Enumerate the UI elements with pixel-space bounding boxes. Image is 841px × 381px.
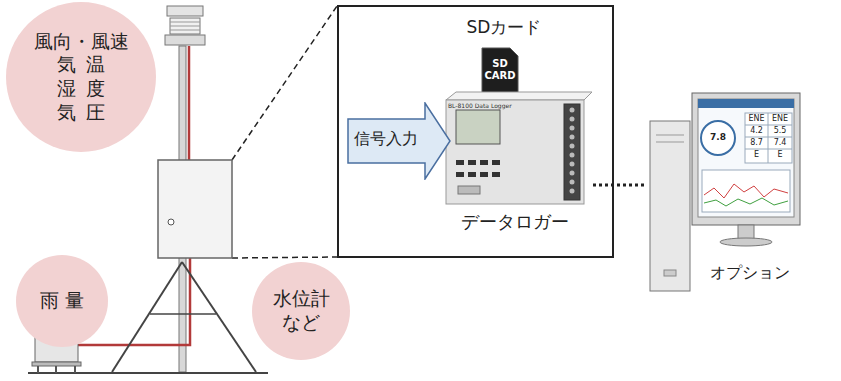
node-text: 雨 量 bbox=[40, 289, 84, 313]
screen-cell: E bbox=[769, 150, 791, 160]
node-text: 風向・風速 気温 湿度 気圧 bbox=[34, 30, 129, 125]
sensor-circle: 水位計 など bbox=[252, 262, 350, 360]
device-label: BL-8100 Data Logger bbox=[448, 102, 558, 109]
signal-arrow: 信号入力 bbox=[347, 102, 451, 180]
tripod-brace bbox=[150, 313, 216, 315]
screen-cell: 4.2 bbox=[746, 126, 767, 136]
screen-cell: 7.4 bbox=[769, 138, 791, 148]
node-text: データロガー bbox=[437, 211, 593, 234]
sensor-circle: 雨 量 bbox=[16, 255, 108, 347]
leader-line bbox=[232, 257, 337, 258]
zoom-panel: SDカード信号入力データロガー bbox=[337, 5, 614, 258]
sd-card bbox=[482, 48, 518, 98]
node-text: 信号入力 bbox=[347, 129, 425, 149]
data-logger: データロガー bbox=[437, 87, 593, 239]
screen-cell: ENE bbox=[769, 114, 791, 124]
signal-wire bbox=[188, 46, 191, 160]
tripod-leg bbox=[112, 262, 182, 372]
screen-cell: ENE bbox=[746, 114, 767, 124]
enclosure-latch bbox=[168, 219, 174, 225]
leader-line bbox=[232, 6, 337, 160]
ground-line bbox=[28, 372, 268, 374]
tripod-leg bbox=[182, 262, 256, 372]
node-text: オプション bbox=[698, 263, 802, 283]
sensor-circle: 風向・風速 気温 湿度 気圧 bbox=[6, 2, 156, 152]
dotted-connector bbox=[593, 184, 646, 187]
node-text: 水位計 など bbox=[273, 287, 330, 335]
card-label: SD CARD bbox=[484, 58, 516, 82]
computer bbox=[650, 93, 800, 291]
data-logger-device bbox=[446, 92, 592, 204]
screen-cell: 8.7 bbox=[746, 138, 767, 148]
weather-sensor bbox=[165, 6, 205, 45]
screen-value: 7.8 bbox=[706, 132, 730, 143]
screen-cell: 5.5 bbox=[769, 126, 791, 136]
node-text: SDカード bbox=[449, 17, 559, 38]
screen-cell: E bbox=[746, 150, 767, 160]
enclosure-box bbox=[158, 160, 232, 258]
